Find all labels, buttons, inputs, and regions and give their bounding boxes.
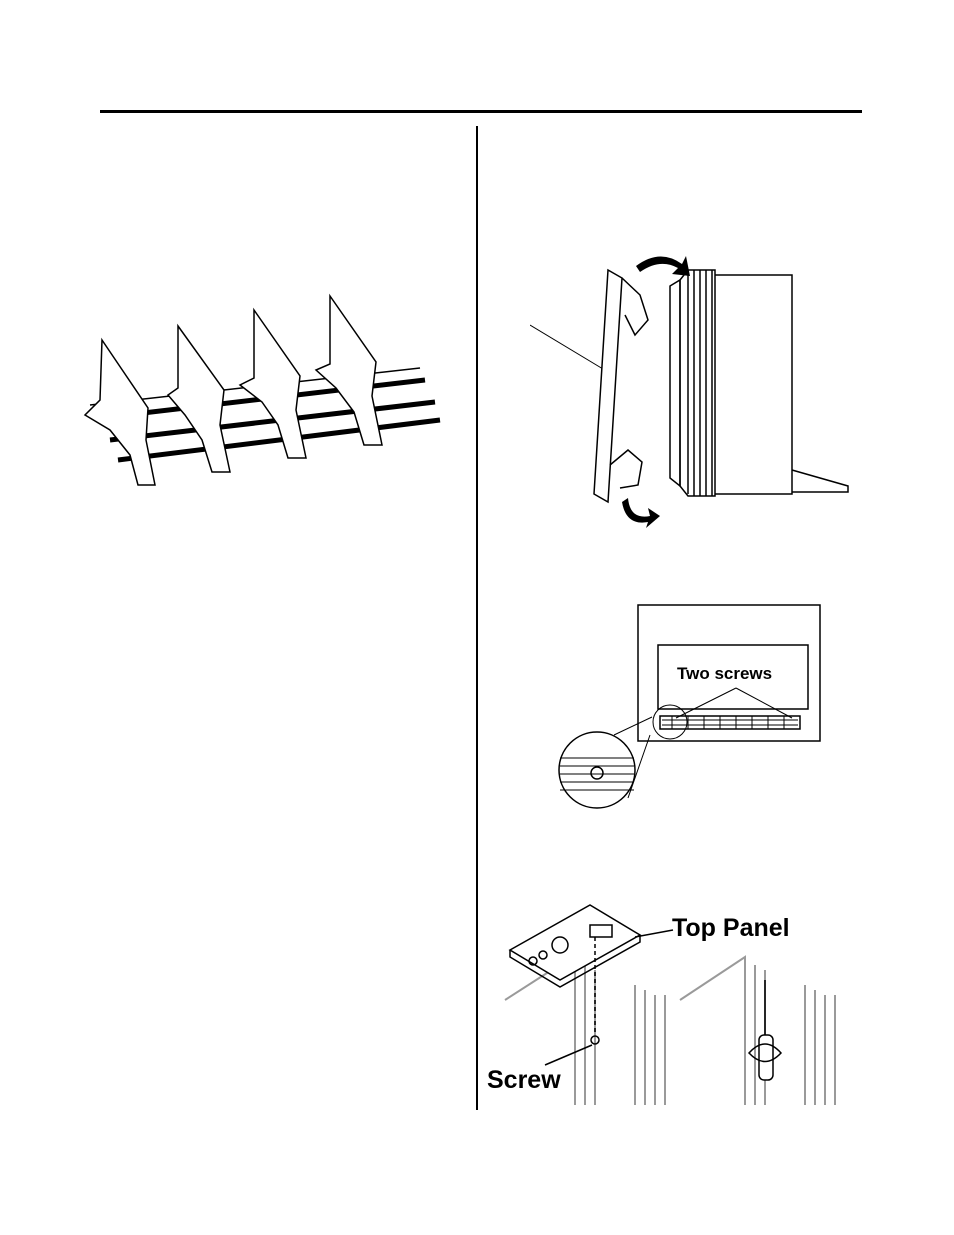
glass-panel-removal-illustration xyxy=(530,240,860,540)
header-rule xyxy=(100,110,862,113)
screw-label: Screw xyxy=(487,1066,561,1095)
column-divider xyxy=(476,126,478,1110)
divider-plates-illustration xyxy=(80,290,450,500)
two-screws-illustration xyxy=(550,600,830,815)
two-screws-label: Two screws xyxy=(677,664,772,684)
top-panel-label: Top Panel xyxy=(672,914,790,943)
